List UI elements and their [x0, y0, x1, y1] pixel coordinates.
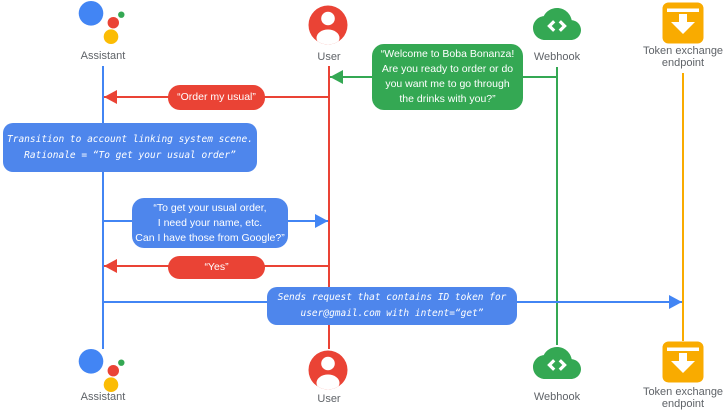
transition-system-note: Transition to account linking system sce…: [3, 123, 257, 172]
user-lifeline: [328, 66, 330, 349]
yes-bubble: “Yes”: [168, 256, 265, 279]
webhook-cloud-icon: [533, 8, 581, 40]
token-endpoint-label: Token exchange endpoint: [642, 386, 724, 410]
google-assistant-icon: [78, 1, 125, 44]
token-request-note: Sends request that contains ID token for…: [267, 287, 517, 325]
user-label: User: [317, 51, 341, 63]
user-icon: [308, 350, 348, 390]
user-label: User: [317, 393, 341, 405]
assistant-lifeline: [102, 66, 104, 349]
ask-google-arrowhead: [315, 214, 328, 228]
webhook-cloud-icon: [533, 347, 581, 379]
ask-google-bubble: “To get your usual order, I need your na…: [132, 198, 288, 248]
welcome-message-bubble: “Welcome to Boba Bonanza! Are you ready …: [372, 44, 523, 110]
order-my-usual-bubble: “Order my usual”: [168, 85, 265, 110]
google-assistant-icon: [78, 349, 125, 392]
assistant-label: Assistant: [80, 50, 126, 62]
user-icon: [308, 5, 348, 45]
assistant-label: Assistant: [80, 391, 126, 403]
token-request-arrowhead: [669, 295, 682, 309]
yes-arrowhead: [104, 259, 117, 273]
welcome-message-arrowhead: [330, 70, 343, 84]
token-endpoint-lifeline: [682, 73, 684, 341]
token-endpoint-label: Token exchange endpoint: [642, 45, 724, 69]
order-my-usual-arrowhead: [104, 90, 117, 104]
webhook-label: Webhook: [533, 51, 581, 63]
webhook-lifeline: [556, 67, 558, 345]
webhook-label: Webhook: [533, 391, 581, 403]
token-endpoint-icon: [662, 2, 704, 44]
token-endpoint-icon: [662, 341, 704, 383]
